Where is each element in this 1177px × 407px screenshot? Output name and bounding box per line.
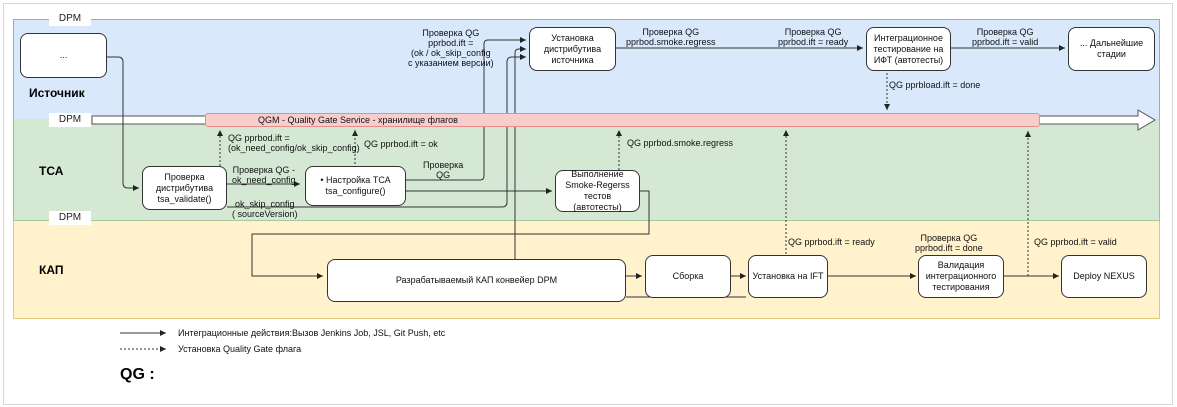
label-qg-smoke-regress-check: Проверка QG pprbod.smoke.regress [626,27,716,47]
label-line: с указанием версии) [408,58,494,68]
label-line: pprbod.ift = valid [972,37,1039,47]
node-deploy-nexus[interactable]: Deploy NEXUS [1061,255,1147,298]
label-qg-smoke-regress-set: QG pprbod.smoke.regress [627,138,734,148]
node-tca-config[interactable]: • Настройка ТСА tsa_configure() [305,166,406,206]
label-line: Проверка QG [642,27,700,37]
label-line: Проверка QG [920,233,978,243]
node-kap-pipeline[interactable]: Разрабатываемый КАП конвейер DPM [327,259,626,302]
node-install-ift[interactable]: Установка на IFT [748,255,828,298]
dpm-tag-tca: DPM [49,113,91,127]
label-qg-ift-valid-check: Проверка QG pprbod.ift = valid [972,27,1038,47]
label-qg-ift-ready-set: QG pprbod.ift = ready [788,237,875,247]
label-line: pprbod.ift = ready [778,37,849,47]
label-line: ( sourceVersion) [232,209,298,219]
label-line: Проверка QG [976,27,1034,37]
dpm-tag-kap: DPM [49,211,91,225]
label-qg-ift-ok: QG pprbod.ift = ok [364,139,438,149]
label-qg-pprbload-done: QG pprbload.ift = done [889,80,981,90]
label-qg-ift-ready-check: Проверка QG pprbod.ift = ready [778,27,848,47]
node-validate-integration[interactable]: Валидация интеграционного тестирования [918,255,1004,298]
label-line: QG [436,170,451,180]
label-line: pprbod.ift = [428,38,474,48]
label-line: ok_skip_config [234,199,295,209]
label-qg-check: Проверка QG [423,160,463,180]
label-skip-config: ok_skip_config ( sourceVersion) [232,199,298,219]
lane-kap-title: КАП [39,263,64,277]
node-next-stages[interactable]: ... Дальнейшие стадии [1068,27,1155,71]
label-qg-ift-valid-set: QG pprbod.ift = valid [1034,237,1117,247]
label-line: pprbod.ift = done [915,243,983,253]
dpm-tag-source: DPM [49,12,91,26]
label-line: Проверка [423,160,464,170]
label-line: Проверка QG [422,28,480,38]
label-line: Проверка QG - [232,165,295,175]
label-line: QG pprbod.ift = [228,133,290,143]
label-qg-ift-done-check: Проверка QG pprbod.ift = done [915,233,983,253]
label-line: Проверка QG [784,27,842,37]
label-qg-need-skip-config: QG pprbod.ift = (ok_need_config/ok_skip_… [228,133,360,153]
label-qg-ift-ok-skip: Проверка QG pprbod.ift = (ok / ok_skip_c… [408,28,494,68]
node-check-distrib[interactable]: Проверка дистрибутива tsa_validate() [142,166,227,210]
label-line: ok_need_config [232,175,296,185]
node-smoke-regress[interactable]: Выполнение Smoke-Regerss тестов (автотес… [555,169,640,212]
node-source-start[interactable]: ... [20,33,107,78]
qgm-flag-store: QGM - Quality Gate Service - хранилище ф… [205,113,1040,127]
label-line: pprbod.smoke.regress [626,37,716,47]
node-ift-testing[interactable]: Интеграционное тестирование на ИФТ (авто… [866,27,951,71]
node-build[interactable]: Сборка [645,255,731,298]
qg-heading: QG : [120,366,155,383]
lane-source-title: Источник [29,86,85,100]
legend-dashed-text: Установка Quality Gate флага [178,344,302,354]
label-qg-check-need-config: Проверка QG - ok_need_config [232,165,296,185]
label-line: (ok_need_config/ok_skip_config) [228,143,360,153]
lane-tca-title: ТСА [39,164,64,178]
node-install-distrib[interactable]: Установка дистрибутива источника [529,27,616,71]
legend-solid-text: Интеграционные действия:Вызов Jenkins Jo… [178,328,446,338]
label-line: (ok / ok_skip_config [411,48,491,58]
